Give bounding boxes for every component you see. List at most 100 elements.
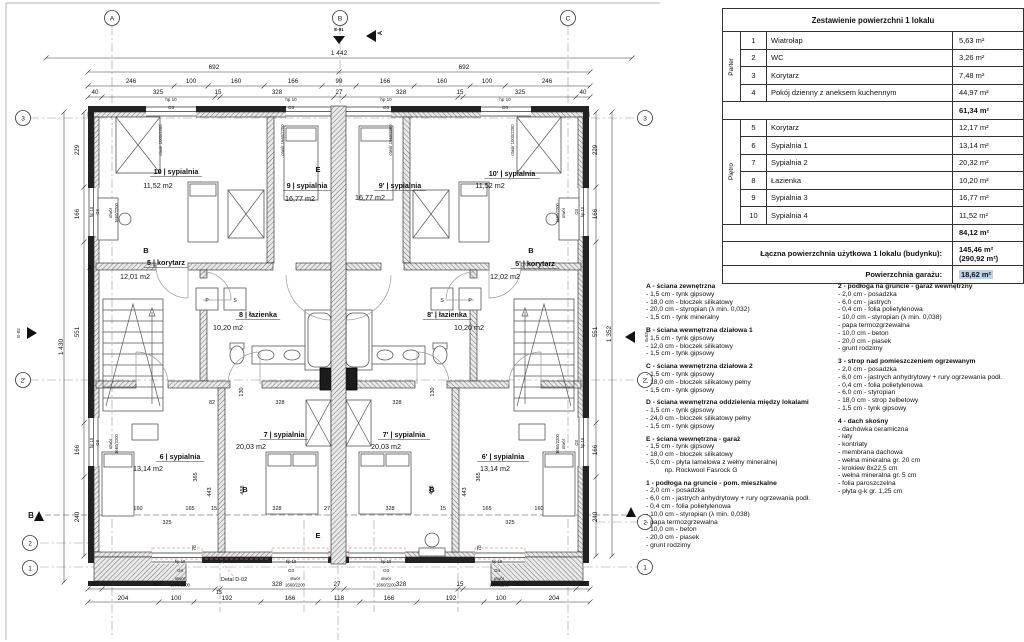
room-area: 11,52 m2 bbox=[475, 181, 504, 190]
dim-line bbox=[85, 586, 91, 592]
dim-label: E-03 bbox=[644, 332, 649, 342]
dim-label: O3 bbox=[95, 209, 100, 215]
legend-line: - papa termozgrzewalna bbox=[646, 518, 718, 526]
dim-line bbox=[587, 94, 593, 100]
dim-label: otwór bbox=[561, 438, 566, 449]
dim-label: 192 bbox=[446, 595, 457, 602]
dim-line bbox=[61, 579, 67, 585]
dim-label: 27 bbox=[336, 89, 343, 96]
furniture bbox=[97, 116, 335, 517]
legend-heading: B - ściana wewnętrzna działowa 1 bbox=[646, 326, 753, 334]
dim-label: otwór bbox=[175, 576, 186, 581]
dim-line bbox=[85, 94, 91, 100]
dim-label: 204 bbox=[118, 595, 129, 602]
dim-label: E bbox=[315, 531, 320, 540]
legend-line: - 0,4 cm - folia polietylenowa bbox=[838, 381, 923, 389]
dim-line bbox=[315, 599, 321, 605]
room-area: 10,20 m2 bbox=[213, 323, 243, 332]
floor-group-label: Parter bbox=[722, 31, 741, 102]
dim-label: 1660/2200 bbox=[114, 202, 119, 222]
dim-line bbox=[411, 83, 417, 89]
legend-line: - 18,0 cm - bloczek silikatowy pełny bbox=[646, 378, 751, 386]
legend-line: - 2,0 cm - posadzka bbox=[838, 365, 897, 373]
grid-bubble-label: 1 bbox=[643, 564, 647, 571]
dim-label: 692 bbox=[459, 64, 470, 71]
legend-line: - 5,0 cm - płyta lamelowa z wełny minera… bbox=[646, 458, 778, 466]
legend-line: - 1,5 cm - tynk mineralny bbox=[646, 314, 720, 322]
room-name-cell: Korytarz bbox=[766, 118, 953, 137]
dim-line bbox=[587, 599, 593, 605]
grid-bubble-label: 1 bbox=[28, 565, 32, 572]
dim-line bbox=[502, 83, 508, 89]
unit-right bbox=[338, 105, 590, 587]
legend-line: - 1,5 cm - tynk gipsowy bbox=[646, 370, 715, 378]
dim-label: 1660/2200 bbox=[114, 433, 119, 453]
dim-label: otwór bbox=[108, 207, 113, 218]
dim-label: 1660/2200 bbox=[555, 202, 560, 222]
staircase bbox=[102, 298, 164, 412]
row-number: 1 bbox=[740, 31, 767, 50]
dim-line bbox=[593, 184, 599, 190]
legend-section: 3 - strop nad pomieszczeniem ogrzewanym-… bbox=[838, 358, 1022, 413]
dim-label: 165 bbox=[482, 506, 491, 512]
dim-label: 328 bbox=[272, 506, 281, 512]
dim-line bbox=[191, 599, 197, 605]
dim-label: 100 bbox=[186, 78, 197, 85]
row-number: 4 bbox=[740, 83, 767, 102]
dim-label: 15 bbox=[457, 89, 464, 96]
dim-label: hp 10 bbox=[580, 206, 585, 217]
subtotal-value: 84,12 m² bbox=[952, 223, 1024, 242]
dim-label: 240 bbox=[74, 511, 81, 522]
dim-label: 246 bbox=[126, 78, 137, 85]
dim-label: 443 bbox=[462, 487, 468, 496]
grid-bubble bbox=[332, 10, 348, 26]
legend-line: - krokiew 8x22,5 cm bbox=[838, 464, 898, 472]
dim-line bbox=[357, 599, 363, 605]
legend-line: - 6,0 cm - styropian bbox=[838, 389, 896, 397]
legend-line: - papa termozgrzewalna bbox=[838, 321, 910, 329]
dim-line bbox=[609, 109, 615, 115]
unit-left bbox=[87, 105, 339, 586]
room-area-cell: 10,20 m² bbox=[952, 171, 1024, 190]
legend-line: - 1,5 cm - tynk gipsowy bbox=[646, 386, 715, 394]
legend-section: 2 - podłoga na gruncie - garaż wewnętrzn… bbox=[838, 283, 1022, 353]
dim-label: B bbox=[528, 246, 534, 255]
dim-label: S bbox=[440, 298, 444, 304]
room-label: 8' | łazienka bbox=[427, 310, 468, 319]
dim-label: 130 bbox=[239, 387, 245, 396]
room-area-cell: 16,77 m² bbox=[952, 188, 1024, 207]
legend-line: - 20,0 cm - piasek bbox=[646, 534, 700, 542]
dim-label: hp 10 bbox=[492, 559, 503, 564]
dim-label: 1 430 bbox=[58, 338, 65, 355]
boiler bbox=[418, 532, 446, 557]
legend-section: E - ściana wewnętrzna - garaż- 1,5 cm - … bbox=[646, 436, 836, 475]
floor-plan-svg: 1 44269269224610016016699166160100246403… bbox=[5, 2, 660, 640]
dim-label: 78 bbox=[192, 545, 198, 551]
dim-label: Detal D-02 bbox=[221, 577, 247, 583]
window bbox=[87, 105, 336, 564]
dim-label: 40 bbox=[580, 89, 587, 96]
total-label: Łączna powierzchnia użytkowa 1 lokalu (b… bbox=[722, 241, 953, 266]
dim-label: O3 bbox=[288, 105, 295, 110]
dim-line bbox=[341, 94, 347, 100]
dim-label: 325 bbox=[515, 581, 526, 588]
dim-label: 27 bbox=[324, 506, 330, 512]
dim-label: otwór bbox=[108, 438, 113, 449]
grid-bubble bbox=[22, 535, 38, 551]
garage-row: Powierzchnia garażu: 18,62 m² bbox=[722, 265, 1024, 284]
dim-line bbox=[212, 586, 218, 592]
dim-label: hp 10 bbox=[381, 559, 392, 564]
dim-label: 40 bbox=[92, 89, 99, 96]
dim-label: 40 bbox=[92, 581, 99, 588]
grid-bubble bbox=[15, 110, 31, 126]
room-name-cell: WC bbox=[766, 48, 953, 67]
grid-bubble-label: 3 bbox=[643, 115, 647, 122]
dim-label: 1 352 bbox=[606, 325, 613, 342]
room-area: 11,52 m2 bbox=[143, 181, 172, 190]
grid-bubble-label: 3 bbox=[21, 115, 25, 122]
dim-label: 325 bbox=[505, 520, 514, 526]
grid-bubble-label: C bbox=[566, 15, 571, 22]
grid-bubble bbox=[637, 559, 653, 575]
